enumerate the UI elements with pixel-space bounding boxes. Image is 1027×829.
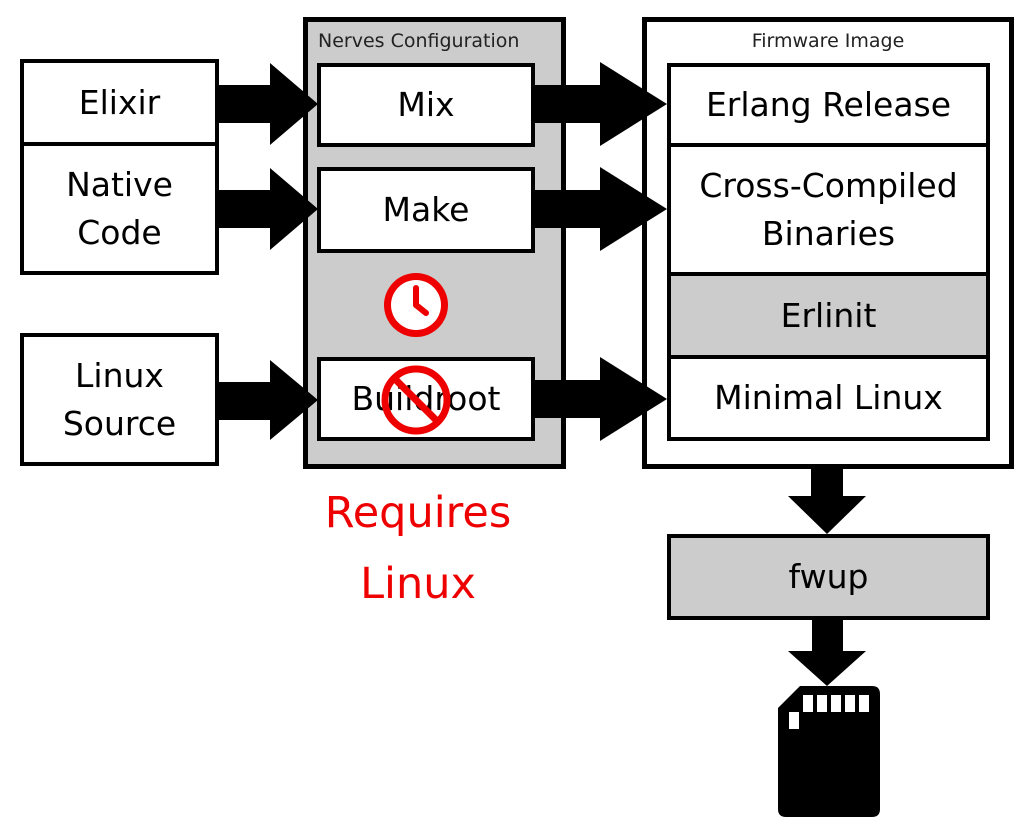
arrow-fwup-to-sd: [788, 620, 866, 686]
fwup-label: fwup: [788, 557, 869, 597]
tool-mix: Mix: [317, 63, 535, 147]
part-erlinit-label: Erlinit: [780, 295, 877, 335]
input-linux-source: Linux Source: [20, 333, 219, 466]
tool-make: Make: [317, 167, 535, 253]
tool-buildroot: Buildroot: [317, 357, 535, 441]
tool-buildroot-label: Buildroot: [351, 379, 501, 419]
tool-mix-label: Mix: [397, 85, 455, 125]
firmware-image-title: Firmware Image: [751, 30, 905, 52]
sd-card-icon: [778, 686, 880, 817]
input-linux-source-label: Linux Source: [62, 355, 177, 443]
fwup-box: fwup: [667, 534, 990, 620]
part-erlinit: Erlinit: [667, 272, 990, 359]
input-native-code-label: Native Code: [66, 164, 173, 252]
input-elixir: Elixir: [20, 59, 219, 146]
requires-linux-warning: Requires Linux: [324, 488, 512, 609]
input-native-code: Native Code: [20, 142, 219, 275]
part-cross-compiled-binaries-label: Cross-Compiled Binaries: [699, 165, 958, 253]
input-elixir-label: Elixir: [78, 82, 161, 122]
arrow-image-to-fwup: [788, 469, 866, 534]
part-cross-compiled-binaries: Cross-Compiled Binaries: [667, 143, 990, 276]
nerves-configuration-title: Nerves Configuration: [318, 30, 520, 52]
part-minimal-linux: Minimal Linux: [667, 355, 990, 441]
part-erlang-release: Erlang Release: [667, 63, 990, 147]
tool-make-label: Make: [382, 190, 470, 230]
part-minimal-linux-label: Minimal Linux: [714, 378, 943, 418]
part-erlang-release-label: Erlang Release: [705, 85, 952, 125]
